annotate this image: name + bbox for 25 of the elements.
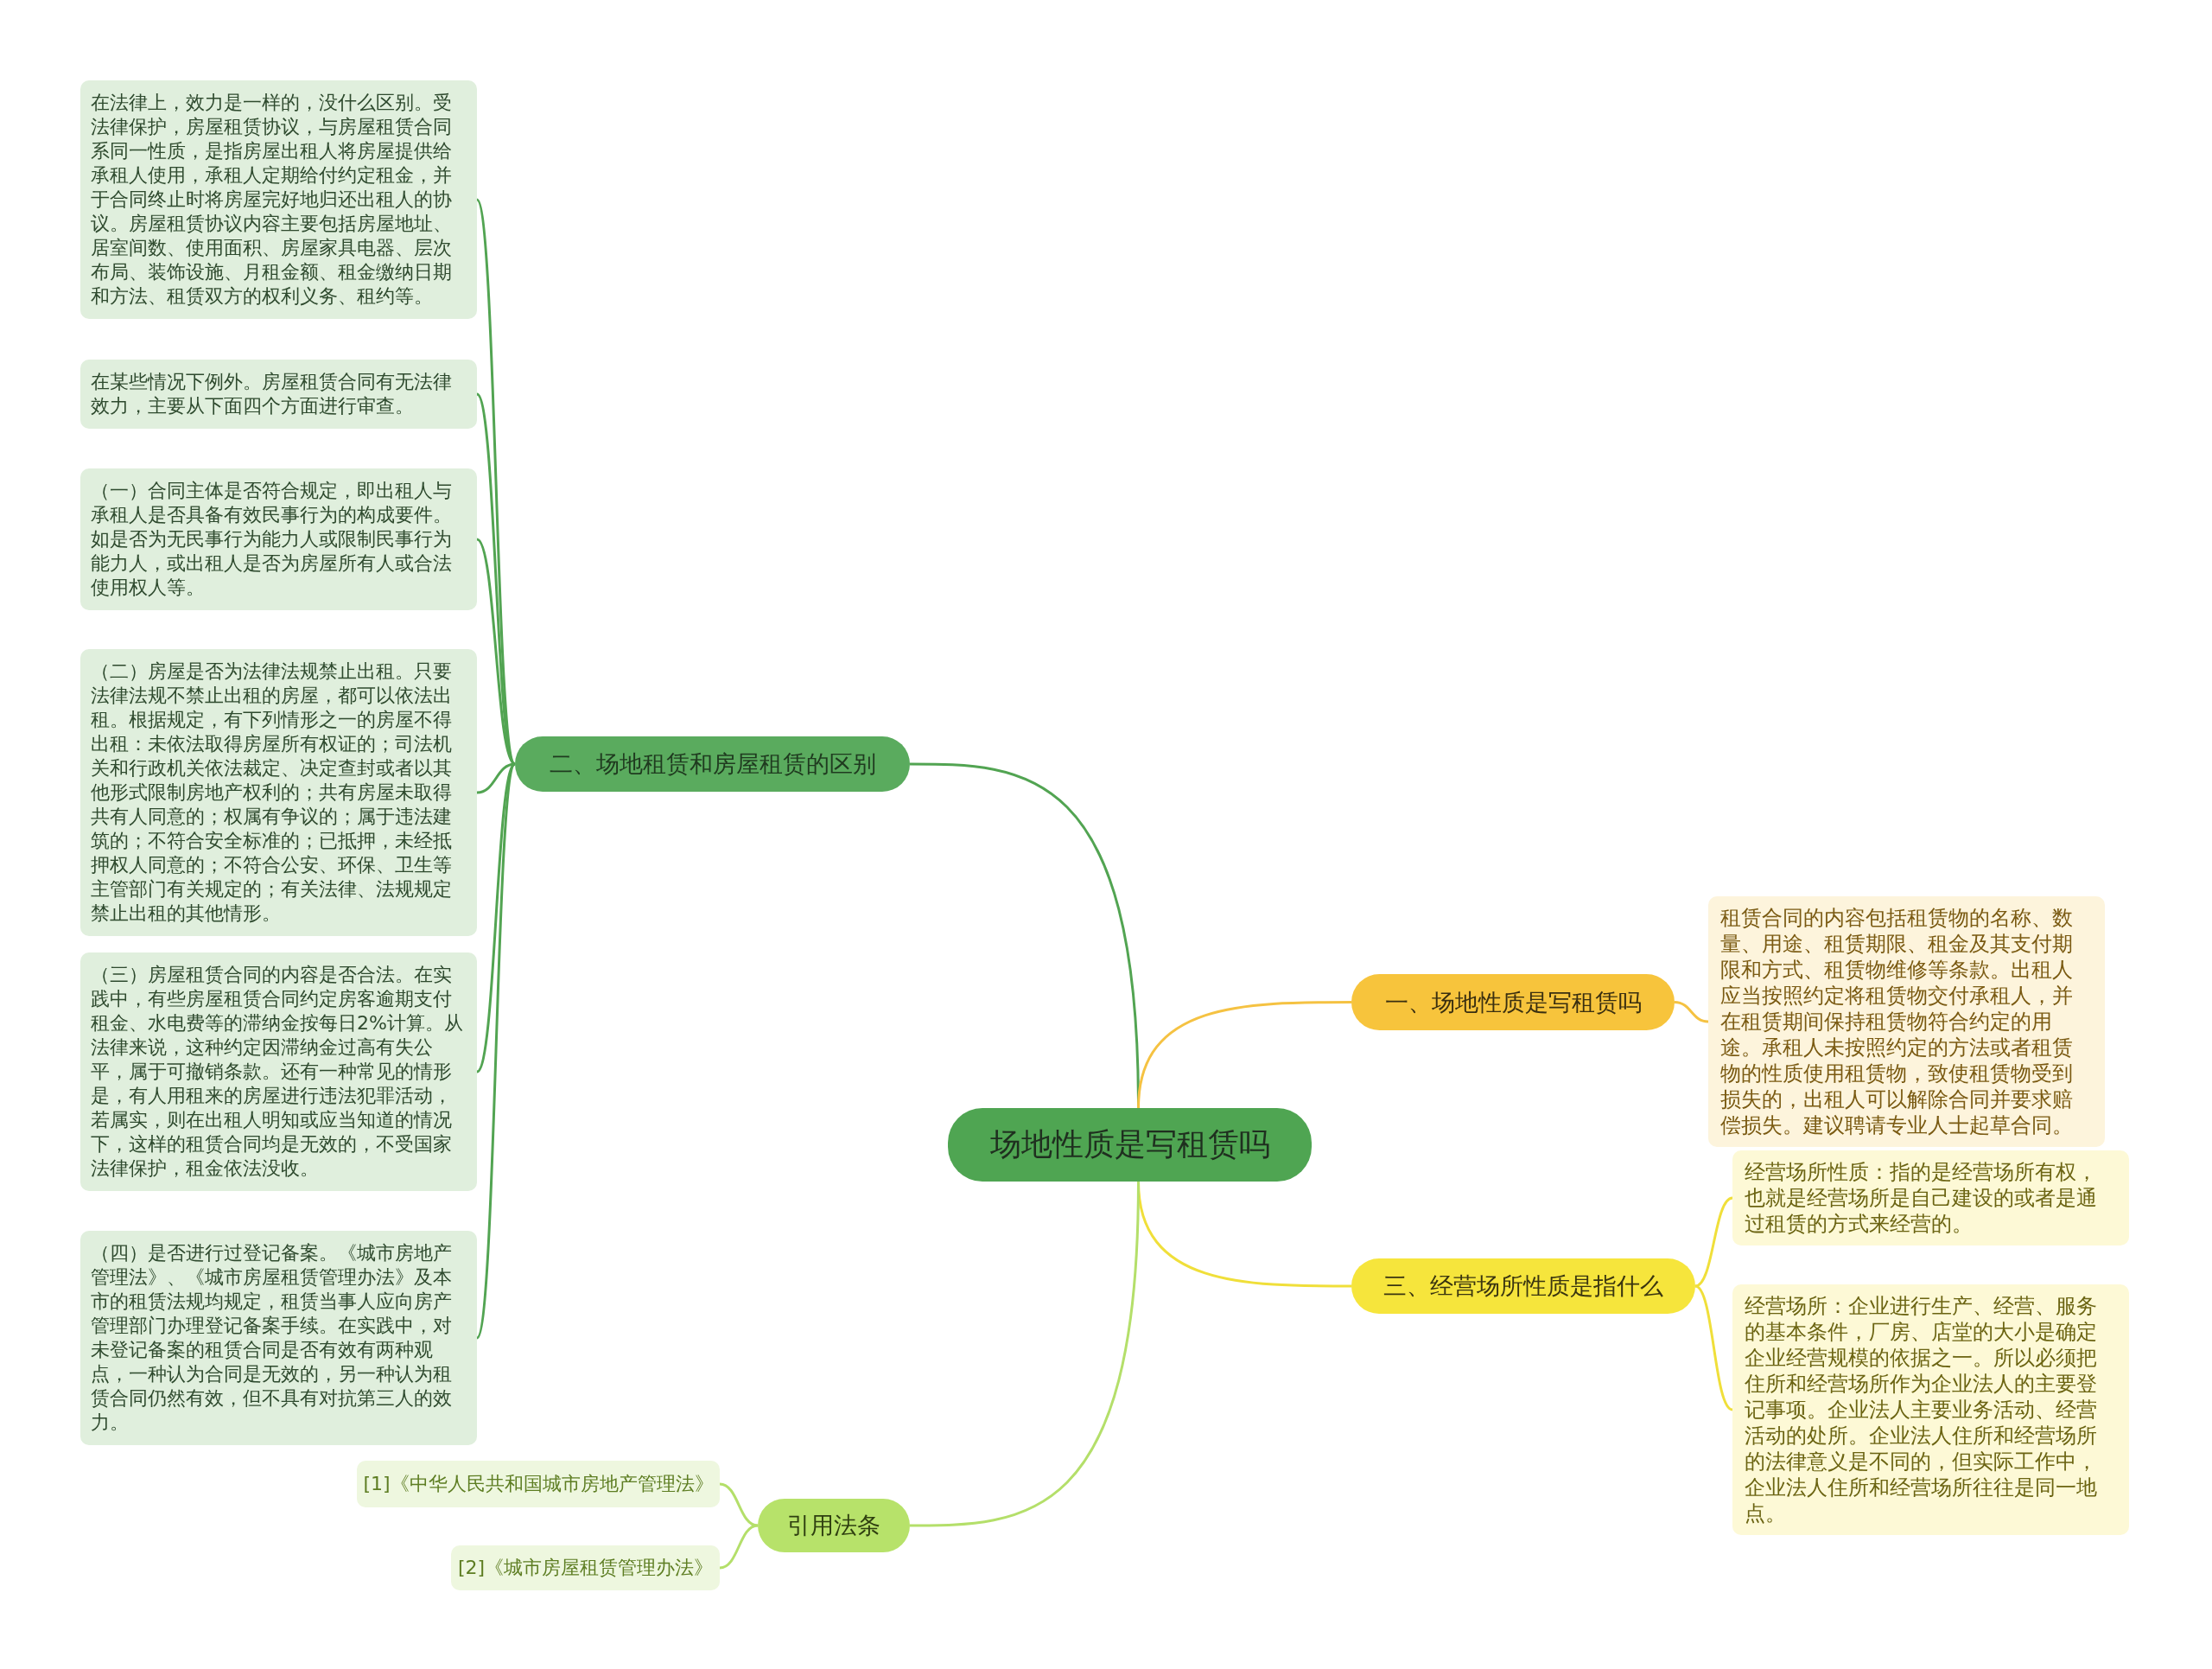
text-card: （一）合同主体是否符合规定，即出租人与承租人是否具备有效民事行为的构成要件。如是否为无民事行为能力人或限制民事行为能力人，或出租人是否为房屋所有人或合法使用权人等。	[80, 468, 477, 610]
text-card: （四）是否进行过登记备案。《城市房地产管理法》、《城市房屋租赁管理办法》及本市的租赁法规均规定，租赁当事人应向房产管理部门办理登记备案手续。在实践中，对未登记备案的租赁合同是否有效有两种观点，一种认为合同是无效的，另一种认为租赁合同仍然有效，但不具有对抗第三人的效力。	[80, 1231, 477, 1445]
branch-topic-box: 引用法条	[758, 1499, 910, 1552]
text-card: 经营场所性质：指的是经营场所有权，也就是经营场所是自己建设的或者是通过租赁的方式来经营的。	[1732, 1150, 2129, 1245]
connector-line	[475, 763, 517, 1339]
connector-line	[1674, 1001, 1709, 1023]
connector-line	[1694, 1196, 1733, 1288]
reference-box: [1]《中华人民共和国城市房地产管理法》	[357, 1461, 720, 1507]
branch-topic-box: 三、经营场所性质是指什么	[1351, 1258, 1695, 1314]
connector-line	[1137, 1001, 1351, 1109]
branch-topic-box: 二、场地租赁和房屋租赁的区别	[515, 736, 910, 792]
connector-line	[475, 393, 517, 765]
connector-line	[1694, 1284, 1733, 1411]
branch-topic-box: 一、场地性质是写租赁吗	[1351, 974, 1675, 1030]
connector-line	[719, 1482, 759, 1527]
connector-line	[719, 1524, 759, 1570]
text-card: 在法律上，效力是一样的，没什么区别。受法律保护，房屋租赁协议，与房屋租赁合同系同一性质，是指房屋出租人将房屋提供给承租人使用，承租人定期给付约定租金，并于合同终止时将房屋完好地归还出租人的协议。房屋租赁协议内容主要包括房屋地址、居室间数、使用面积、房屋家具电器、层次布局、装饰设施、月租金额、租金缴纳日期和方法、租赁双方的权利义务、租约等。	[80, 80, 477, 319]
text-card: 在某些情况下例外。房屋租赁合同有无法律效力，主要从下面四个方面进行审查。	[80, 360, 477, 429]
text-card: （二）房屋是否为法律法规禁止出租。只要法律法规不禁止出租的房屋，都可以依法出租。根据规定，有下列情形之一的房屋不得出租：未依法取得房屋所有权证的；司法机关和行政机关依法裁定、决定查封或者以其他形式限制房地产权利的；共有房屋未取得共有人同意的；权属有争议的；属于违法建筑的；不符合安全标准的；已抵押，未经抵押权人同意的；不符合公安、环保、卫生等主管部门有关规定的；有关法律、法规规定禁止出租的其他情形。	[80, 649, 477, 936]
text-card: （三）房屋租赁合同的内容是否合法。在实践中，有些房屋租赁合同约定房客逾期支付租金、水电费等的滞纳金按每日2%计算。从法律来说，这种约定因滞纳金过高有失公平，属于可撤销条款。还有一种常见的情形是，有人用租来的房屋进行违法犯罪活动，若属实，则在出租人明知或应当知道的情况下，这样的租赁合同均是无效的，不受国家法律保护，租金依法没收。	[80, 952, 477, 1191]
connector-line	[910, 1181, 1140, 1527]
text-card: 租赁合同的内容包括租赁物的名称、数量、用途、租赁期限、租金及其支付期限和方式、租赁物维修等条款。出租人应当按照约定将租赁物交付承租人，并在租赁期间保持租赁物符合约定的用途。承租人未按照约定的方法或者租赁物的性质使用租赁物，致使租赁物受到损失的，出租人可以解除合同并要求赔偿损失。建议聘请专业人士起草合同。	[1708, 896, 2105, 1147]
root-topic-box: 场地性质是写租赁吗	[948, 1108, 1312, 1182]
reference-box: [2]《城市房屋租赁管理办法》	[451, 1545, 720, 1590]
text-card: 经营场所：企业进行生产、经营、服务的基本条件，厂房、店堂的大小是确定企业经营规模的依据之一。所以必须把住所和经营场所作为企业法人的主要登记事项。企业法人主要业务活动、经营活动的处所。企业法人住所和经营场所的法律意义是不同的，但实际工作中，企业法人住所和经营场所往往是同一地点。	[1732, 1284, 2129, 1535]
